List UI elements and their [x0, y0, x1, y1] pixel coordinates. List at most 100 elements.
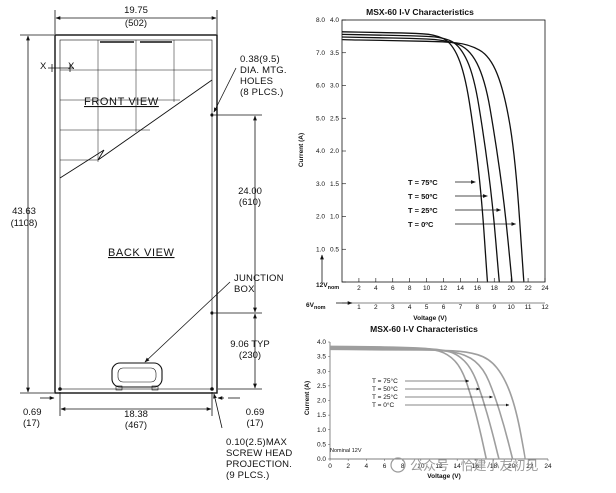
chart2-xtick-label: 24	[544, 463, 552, 470]
watermark: 公众号 · 恰建小友初见	[390, 457, 539, 473]
chart2-series-line	[329, 346, 500, 460]
chart1-ytick-label: 2.0	[330, 148, 339, 155]
screw-note-line1: 0.10(2.5)MAX	[226, 437, 287, 448]
chart1-series-line	[341, 33, 500, 283]
chart1-xtick-6v-label: 2	[374, 304, 378, 311]
section-mark-left: X	[40, 61, 47, 72]
chart1-xtick-label: 22	[524, 285, 532, 292]
chart1-xtick-6v-label: 6	[442, 304, 446, 311]
iv-chart-upper: MSX-60 I-V Characteristics Current (A) V…	[298, 7, 549, 322]
hole-spacing-dimension	[214, 114, 262, 390]
bottom-span-mm-label: (467)	[125, 420, 147, 431]
chart1-legend-label: T = 50ºC	[408, 192, 438, 201]
watermark-text: 公众号 · 恰建小友初见	[410, 458, 539, 473]
chart2-xtick-label: 20	[508, 463, 516, 470]
hole-spacing-mm-label: (610)	[239, 197, 261, 208]
chart2-ytick-label: 0.0	[317, 456, 326, 463]
left-edge-label: 0.69	[23, 407, 42, 418]
chart2-series-line	[329, 348, 527, 460]
chart1-xtick-6v-label: 8	[476, 304, 480, 311]
height-dim-mm-label: (1108)	[11, 218, 38, 229]
chart1-xtick-6v-label: 1	[357, 304, 361, 311]
junction-leader	[144, 281, 231, 363]
bottom-span-label: 18.38	[124, 409, 148, 420]
chart1-xtick-label: 24	[541, 285, 549, 292]
height-dimension	[20, 34, 54, 394]
junction-box-line1: JUNCTION	[234, 273, 284, 284]
typ-dim-label: 9.06 TYP	[230, 339, 269, 350]
width-dim-mm-label: (502)	[125, 18, 147, 29]
chart1-12v-label: 12Vnom	[316, 282, 339, 291]
screw-note-line4: (9 PLCS.)	[226, 470, 270, 481]
left-edge-mm-label: (17)	[23, 418, 40, 429]
front-view-cells	[59, 40, 213, 179]
chart1-legend-label: T = 25ºC	[408, 206, 438, 215]
chart1-ytick-label: 2.5	[330, 115, 339, 122]
junction-box	[111, 362, 163, 391]
iv-chart-lower: MSX-60 I-V Characteristics Current (A) V…	[304, 324, 552, 480]
height-dim-label: 43.63	[12, 206, 36, 217]
chart1-series-line	[341, 31, 489, 283]
chart1-ytick-label: 1.5	[330, 181, 339, 188]
section-marks	[48, 64, 74, 72]
panel-drawing	[20, 10, 262, 429]
chart1-series-line	[341, 36, 513, 283]
chart1-ytick-label: 3.0	[330, 83, 339, 90]
chart1-ytick-right-label: 6.0	[316, 83, 325, 90]
front-view-label: FRONT VIEW	[84, 96, 159, 108]
chart1-xtick-6v-label: 11	[525, 304, 532, 311]
chart2-title: MSX-60 I-V Characteristics	[370, 324, 478, 334]
chart1-ytick-label: 3.5	[330, 50, 339, 57]
chart2-ytick-label: 3.5	[317, 354, 326, 361]
chart1-ytick-right-label: 7.0	[316, 50, 325, 57]
chart1-ytick-right-label: 1.0	[316, 246, 325, 253]
chart1-ytick-label: 4.0	[330, 17, 339, 24]
chart1-legend-label: T = 0ºC	[408, 220, 434, 229]
chart1-xlabel: Voltage (V)	[413, 315, 446, 322]
chart2-ytick-label: 2.5	[317, 383, 326, 390]
chart1-xtick-6v-label: 4	[408, 304, 412, 311]
chart2-ylabel: Current (A)	[304, 381, 311, 415]
hole-note-line4: (8 PLCS.)	[240, 87, 284, 98]
hole-note-line3: HOLES	[240, 76, 273, 87]
drawing-labels: 19.75 (502) X X 0.38(9.5) DIA. MTG. HOLE…	[11, 5, 293, 481]
chart2-xlabel: Voltage (V)	[427, 473, 460, 480]
chart2-ytick-label: 3.0	[317, 368, 326, 375]
chart1-6v-label: 6Vnom	[306, 302, 326, 311]
width-dim-label: 19.75	[124, 5, 148, 16]
chart2-xtick-label: 0	[328, 463, 332, 470]
chart1-series-line	[341, 38, 525, 283]
screw-note-line3: PROJECTION.	[226, 459, 292, 470]
right-edge-label: 0.69	[246, 407, 265, 418]
chart1-title: MSX-60 I-V Characteristics	[366, 7, 474, 17]
chart2-xtick-label: 2	[346, 463, 350, 470]
chart1-xtick-6v-label: 7	[459, 304, 463, 311]
chart1-xtick-label: 2	[357, 285, 361, 292]
chart2-ytick-label: 2.0	[317, 398, 326, 405]
chart1-ylabel: Current (A)	[298, 133, 305, 167]
chart1-ytick-label: 1.0	[330, 214, 339, 221]
chart1-xtick-label: 8	[408, 285, 412, 292]
chart1-ytick-right-label: 8.0	[316, 17, 325, 24]
chart2-nominal-label: Nominal 12V	[330, 448, 362, 454]
chart2-xtick-label: 8	[401, 463, 405, 470]
typ-dim-mm-label: (230)	[239, 350, 261, 361]
chart1-ytick-label: 0.5	[330, 246, 339, 253]
chart2-xtick-label: 14	[454, 463, 462, 470]
chart1-xtick-label: 10	[423, 285, 431, 292]
chart2-legend-label: T = 25°C	[372, 393, 398, 401]
right-edge-mm-label: (17)	[247, 418, 264, 429]
chart1-ytick-right-label: 4.0	[316, 148, 325, 155]
chart1-xtick-label: 14	[457, 285, 465, 292]
hole-spacing-label: 24.00	[238, 186, 262, 197]
bottom-dimensions	[40, 392, 240, 429]
holes-leader	[213, 67, 237, 113]
chart1-legend-label: T = 75ºC	[408, 178, 438, 187]
chart1-xtick-label: 4	[374, 285, 378, 292]
chart2-xtick-label: 16	[472, 463, 480, 470]
panel-frame	[54, 34, 218, 394]
chart2-ytick-label: 4.0	[317, 339, 326, 346]
chart2-xtick-label: 12	[435, 463, 443, 470]
chart2-legend-label: T = 50°C	[372, 385, 398, 393]
